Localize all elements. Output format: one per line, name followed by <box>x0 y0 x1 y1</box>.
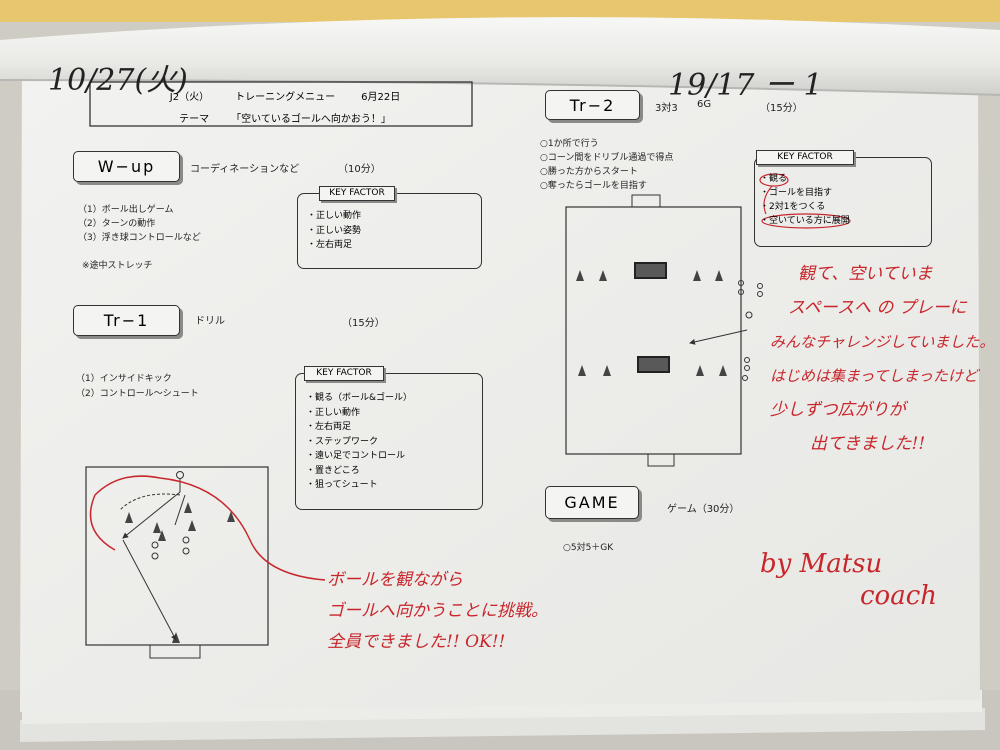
game-rule: ○5対5＋GK <box>563 543 614 553</box>
coach-signature: by Matsu coach <box>760 548 937 612</box>
tr1-key-factor-box <box>295 373 483 510</box>
tr2-handwritten-comment: 観て、空いていま スペースへ の プレーに みんなチャレンジしていました。 はじ… <box>770 257 994 461</box>
wup-label: W−up <box>73 151 180 182</box>
tr1-kf-1: 観る（ボール&ゴール） <box>306 391 412 406</box>
tr2-desc: 3対3 <box>655 103 678 114</box>
tr1-kf-7: 狙ってシュート <box>306 478 412 493</box>
header-title-row: J2（火） トレーニングメニュー 6月22日 <box>120 88 450 103</box>
wup-desc: コーディネーションなど <box>190 164 300 175</box>
tr2-comment-line-2: スペースへ の プレーに <box>788 298 967 318</box>
tr1-comment-line-3: 全員できました!! OK!! <box>327 632 506 652</box>
header-team: J2（火） <box>169 92 210 103</box>
tr1-kf-4: ステップワーク <box>306 435 412 450</box>
tr1-item-1: （1）インサイドキック <box>76 374 172 384</box>
tr2-key-factor-list: 観る ゴールを目指す 2対1をつくる 空いている方に展開 <box>760 172 850 228</box>
tr2-kf-1: 観る <box>760 172 850 186</box>
tr2-rule-1: ○1か所で行う <box>540 139 599 149</box>
tr2-time: （15分） <box>760 103 803 114</box>
wup-item-1: （1）ボール出しゲーム <box>78 205 174 215</box>
handwritten-date: 10/27(火) <box>48 63 188 98</box>
wup-kf-1: 正しい動作 <box>307 209 361 224</box>
tr1-kf-3: 左右両足 <box>306 420 412 435</box>
tr1-comment-line-2: ゴールへ向かうことに挑戦。 <box>327 601 548 621</box>
header-theme-row: テーマ 「空いているゴールへ向かおう！」 <box>120 110 450 125</box>
game-label: GAME <box>545 486 639 519</box>
header-date: 6月22日 <box>361 92 401 103</box>
game-desc: ゲーム（30分） <box>667 504 740 515</box>
tr1-item-2: （2）コントロール〜シュート <box>76 389 199 399</box>
header-menu: トレーニングメニュー <box>235 92 336 103</box>
tr1-time: （15分） <box>342 318 385 329</box>
tr1-comment-line-1: ボールを観ながら <box>327 570 463 590</box>
tr1-label: Tr−1 <box>73 305 180 336</box>
tr2-key-factor-title: KEY FACTOR <box>756 150 854 165</box>
tr2-rule-4: ○奪ったらゴールを目指す <box>540 181 647 191</box>
tr1-handwritten-comment: ボールを観ながら ゴールへ向かうことに挑戦。 全員できました!! OK!! <box>327 565 548 658</box>
wup-item-3: （3）浮き球コントロールなど <box>78 233 201 243</box>
signature-line-2: coach <box>860 581 938 611</box>
wup-key-factor-list: 正しい動作 正しい姿勢 左右両足 <box>307 209 361 253</box>
handwritten-title: 19/17 ー 1 <box>668 68 823 103</box>
wup-note: ※途中ストレッチ <box>82 261 153 271</box>
tr2-comment-line-1: 観て、空いていま <box>798 264 933 284</box>
tr2-kf-3: 2対1をつくる <box>760 200 850 214</box>
header-theme: 「空いているゴールへ向かおう！」 <box>231 114 391 125</box>
tr1-kf-2: 正しい動作 <box>306 406 412 421</box>
wup-item-2: （2）ターンの動作 <box>78 219 156 229</box>
wup-kf-2: 正しい姿勢 <box>307 224 361 239</box>
wup-time: （10分） <box>338 164 381 175</box>
signature-line-1: by Matsu <box>760 549 883 579</box>
tr2-comment-line-4: はじめは集まってしまったけど <box>770 367 979 385</box>
wup-key-factor-title: KEY FACTOR <box>319 186 395 201</box>
tr2-comment-line-5: 少しずつ広がりが <box>770 400 906 420</box>
tr2-kf-2: ゴールを目指す <box>760 186 850 200</box>
tr2-label: Tr−2 <box>545 90 640 120</box>
tr1-kf-6: 置きどころ <box>306 464 412 479</box>
tr1-key-factor-title: KEY FACTOR <box>304 366 384 381</box>
tr2-comment-line-3: みんなチャレンジしていました。 <box>770 333 995 351</box>
tr1-desc: ドリル <box>195 316 225 327</box>
tr1-kf-5: 遠い足でコントロール <box>306 449 412 464</box>
wup-kf-3: 左右両足 <box>307 238 361 253</box>
tr2-rule-2: ○コーン間をドリブル通過で得点 <box>540 153 674 163</box>
header-theme-label: テーマ <box>179 114 210 125</box>
tr1-key-factor-list: 観る（ボール&ゴール） 正しい動作 左右両足 ステップワーク 遠い足でコントロー… <box>306 391 412 493</box>
tr2-comment-line-6: 出てきました!! <box>810 434 926 454</box>
tr2-rule-3: ○勝った方からスタート <box>540 167 638 177</box>
tr2-kf-4: 空いている方に展開 <box>760 214 850 228</box>
tr2-desc2: 6G <box>697 99 712 110</box>
